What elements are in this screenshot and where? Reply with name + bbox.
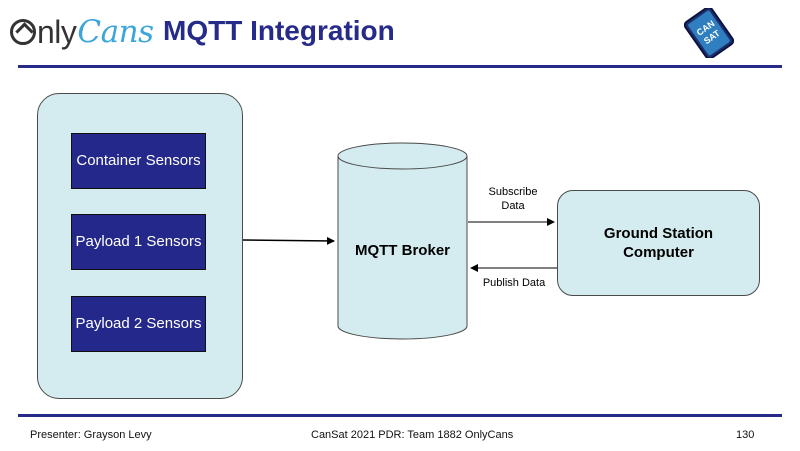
page-number: 130 (736, 429, 755, 441)
mqtt-broker-label: MQTT Broker (354, 242, 450, 259)
logo-only-text: nly (37, 13, 77, 50)
ground-station-label: Ground Station Computer (603, 225, 714, 261)
logo-wordmark: nly Cans (10, 13, 154, 51)
presenter-text: Presenter: Grayson Levy (30, 429, 152, 441)
subscribe-data-label: Subscribe Data (488, 186, 538, 212)
slide-title: MQTT Integration (163, 15, 395, 46)
event-text: CanSat 2021 PDR: Team 1882 OnlyCans (311, 429, 514, 441)
footer-divider (18, 414, 782, 417)
payload-1-sensors-box: Payload 1 Sensors (71, 214, 206, 270)
payload-2-sensors-box: Payload 2 Sensors (71, 296, 206, 352)
logo-o-icon (10, 19, 36, 45)
cansat-badge-icon: CAN SAT (684, 8, 734, 58)
onlycans-logo: nly Cans (10, 12, 154, 52)
mqtt-broker-cylinder (337, 142, 468, 340)
sensors-to-broker-arrow (242, 236, 335, 245)
container-sensors-box: Container Sensors (71, 133, 206, 189)
publish-data-label: Publish Data (482, 277, 546, 289)
header-divider (18, 65, 782, 68)
ground-station-box: Ground Station Computer (557, 190, 760, 296)
logo-cans-text: Cans (77, 14, 154, 50)
